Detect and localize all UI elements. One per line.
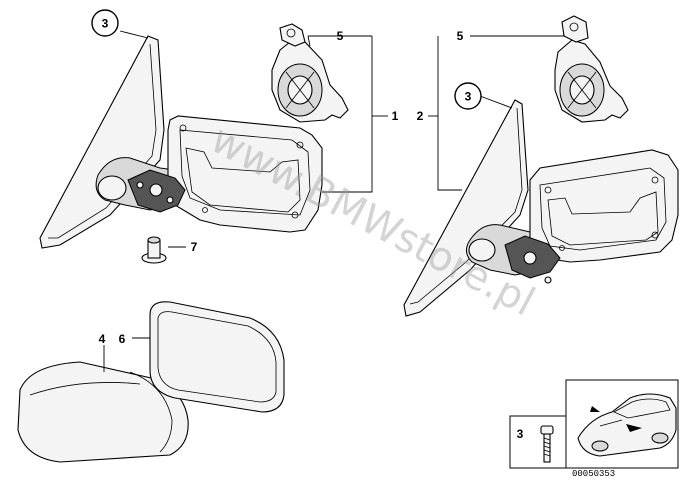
callout-left-mirror-glass: 3 (102, 17, 109, 31)
inset-diagram-number: 00050353 (572, 469, 615, 479)
mirror-trim-frame (149, 301, 285, 413)
callout-cover-cap: 4 (99, 332, 106, 346)
right-mirror-glass (403, 99, 529, 317)
left-mirror-assembly (39, 35, 323, 249)
mirror-cover-cap (17, 361, 189, 463)
callout-right-actuator: 5 (457, 29, 464, 43)
inset-car-icon (577, 393, 677, 457)
callout-labels: 3 5 1 7 4 6 2 5 3 (91, 9, 482, 346)
callout-screw-cap: 7 (191, 240, 198, 254)
inset-panel: 3 00050353 (509, 379, 679, 479)
callout-bracket-ref-1: 1 (392, 109, 399, 123)
right-mirror-assembly (403, 99, 679, 317)
inset-screw (540, 425, 554, 463)
screw-cap (141, 236, 167, 264)
leader-lines (103, 30, 565, 372)
callout-inset-screw: 3 (517, 427, 524, 441)
callout-right-mirror-glass: 3 (465, 90, 472, 104)
callout-trim-frame: 6 (119, 332, 126, 346)
callout-bracket-ref-2: 2 (417, 109, 424, 123)
left-mirror-glass (39, 35, 165, 249)
callout-left-actuator: 5 (337, 29, 344, 43)
right-mirror-base (529, 149, 679, 263)
inset-screw-box (509, 415, 567, 469)
left-actuator (271, 23, 349, 123)
right-actuator (554, 15, 629, 123)
